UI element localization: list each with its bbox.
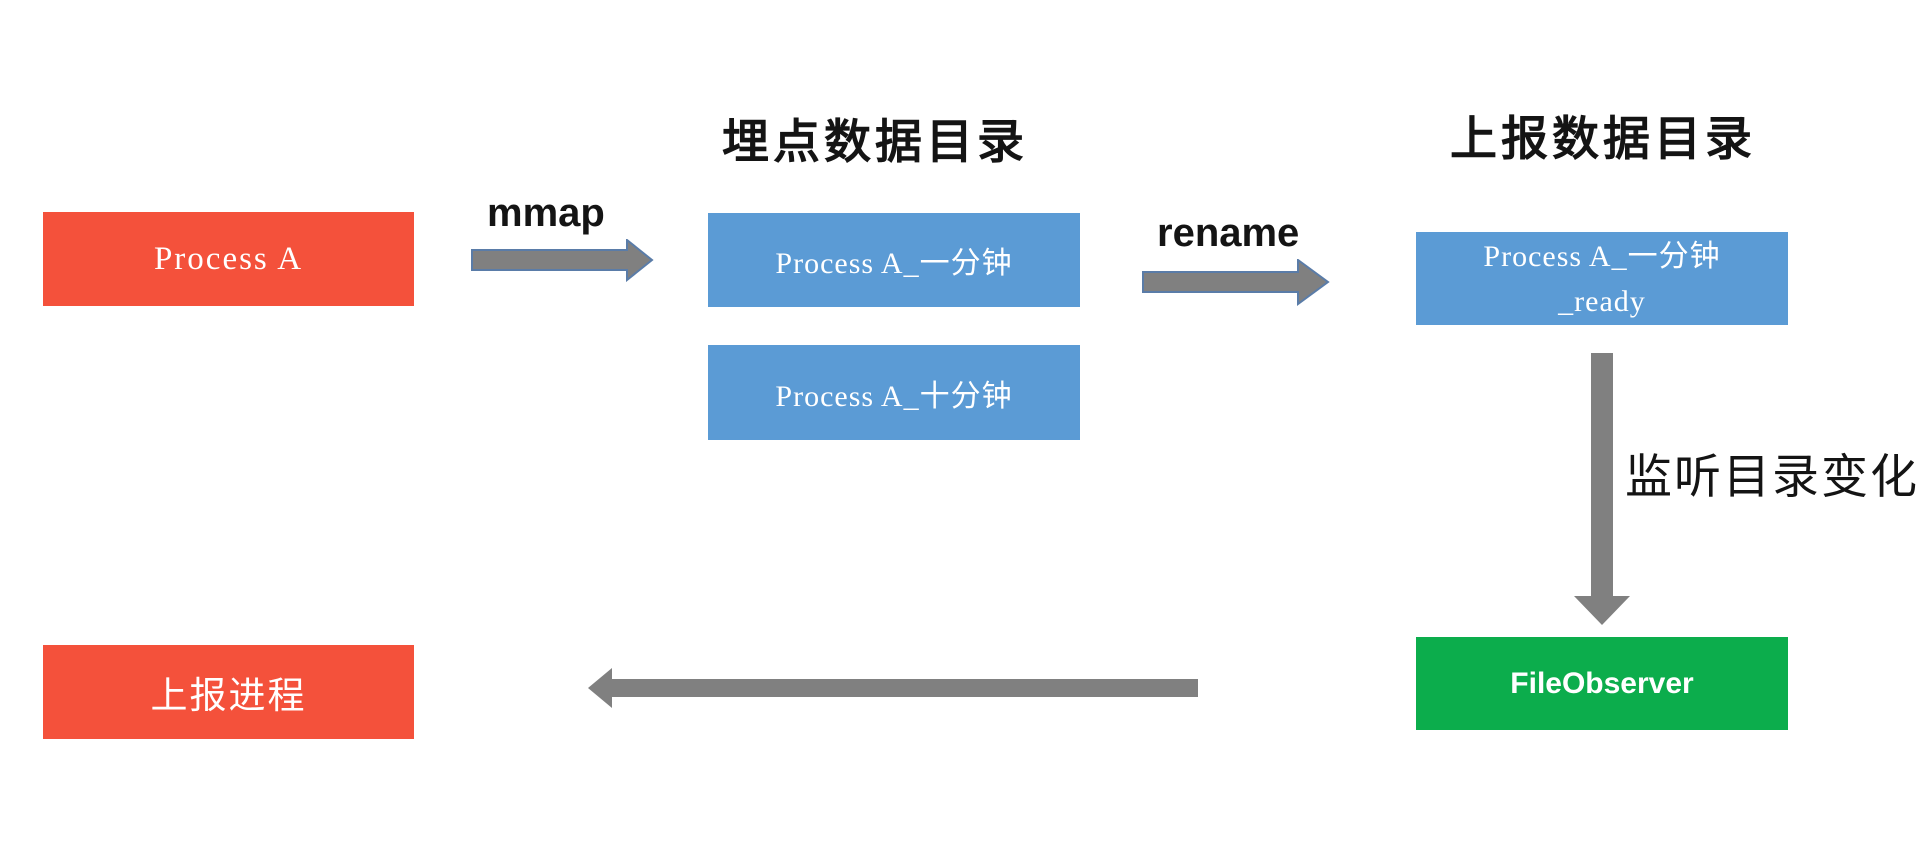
file-observer-label: FileObserver [1510, 666, 1694, 700]
mmap-arrow-icon [471, 239, 654, 282]
feedback-arrow-shaft [612, 679, 1198, 697]
file-observer-node: FileObserver [1416, 637, 1788, 730]
buried-dir-heading: 埋点数据目录 [722, 117, 1028, 169]
ready-node: Process A_一分钟 _ready [1416, 232, 1788, 325]
rename-label: rename [1157, 211, 1300, 255]
ten-min-node: Process A_十分钟 [708, 345, 1080, 440]
watch-arrow-shaft [1591, 353, 1613, 596]
ready-label-line1: Process A_一分钟 [1483, 239, 1721, 273]
watch-label: 监听目录变化 [1625, 452, 1919, 504]
report-process-node: 上报进程 [43, 645, 414, 739]
feedback-arrow-icon [588, 668, 612, 708]
ready-label-line2: _ready [1558, 284, 1646, 318]
one-min-node: Process A_一分钟 [708, 213, 1080, 307]
mmap-label: mmap [487, 191, 605, 235]
process-a-node: Process A [43, 212, 414, 306]
one-min-label: Process A_一分钟 [775, 247, 1013, 280]
rename-arrow-icon [1142, 259, 1330, 306]
process-a-label: Process A [153, 240, 304, 277]
ten-min-label: Process A_十分钟 [775, 379, 1013, 413]
report-dir-heading: 上报数据目录 [1450, 114, 1756, 166]
report-process-label: 上报进程 [150, 676, 307, 717]
watch-arrow-icon [1574, 596, 1630, 625]
